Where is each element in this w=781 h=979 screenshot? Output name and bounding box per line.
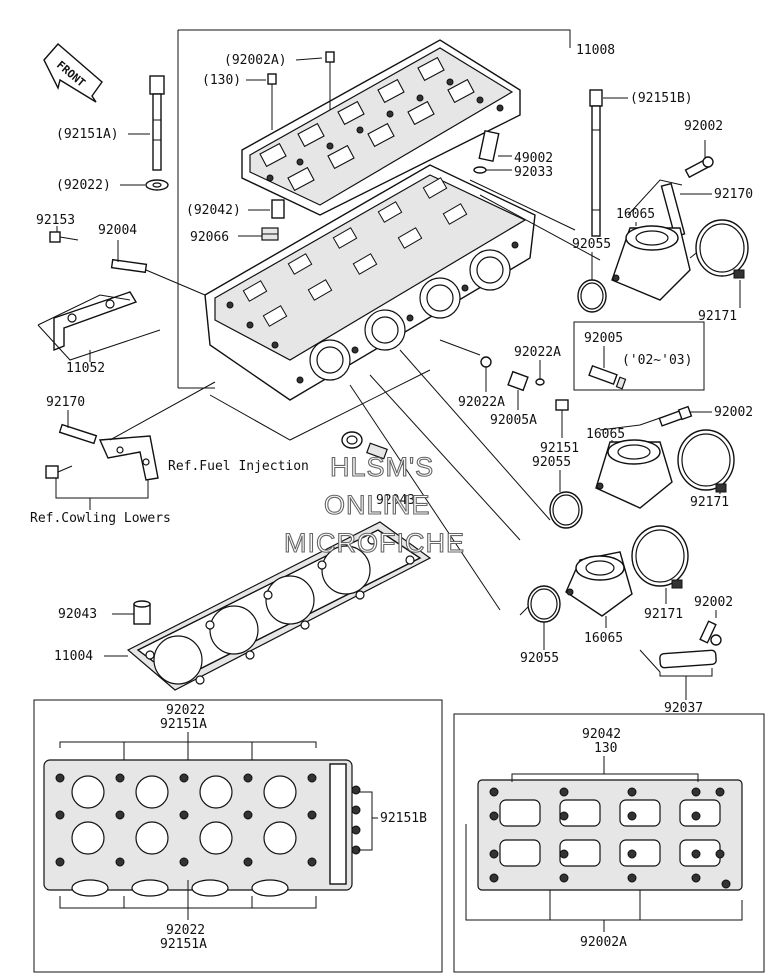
label-92170-right: 92170: [714, 187, 753, 202]
label-49002: 49002: [514, 151, 553, 166]
label-92005A: 92005A: [490, 413, 537, 428]
label-92002-a: 92002: [684, 119, 723, 134]
intake-holder-16065-b: [595, 439, 673, 509]
plug-92005A: [507, 370, 529, 392]
inset-92005-box: [573, 321, 705, 391]
bolt-92002-c: [699, 620, 722, 646]
dowel-92043-left: [133, 600, 151, 625]
label-92037: 92037: [664, 701, 703, 716]
label-92153: 92153: [36, 213, 75, 228]
label-92005: 92005: [584, 331, 623, 346]
label-92055-b: 92055: [532, 455, 571, 470]
stud-92151B: [589, 89, 603, 237]
intake-holder-16065-c: [565, 551, 633, 617]
clip-92033: [473, 166, 487, 174]
camshaft-holder-11008: [241, 39, 521, 216]
bracket-92170-left: [58, 423, 159, 481]
dowel-92042: [271, 199, 285, 219]
label-92002-c: 92002: [694, 595, 733, 610]
label-11008: 11008: [576, 43, 615, 58]
washer-92022: [145, 179, 169, 191]
label-16065-c: 16065: [584, 631, 623, 646]
label-box-92022-top: 92022: [166, 703, 205, 718]
clamp-92171-c: [631, 525, 689, 589]
cylinder-head: [204, 164, 536, 401]
label-92055-c: 92055: [520, 651, 559, 666]
label-16065-a: 16065: [616, 207, 655, 222]
label-92066: 92066: [190, 230, 229, 245]
label-92151: 92151: [540, 441, 579, 456]
label-92043-left: 92043: [58, 607, 97, 622]
label-box-92042: 92042: [582, 727, 621, 742]
ref-fuel-injection: Ref.Fuel Injection: [168, 459, 309, 474]
bolt-92002-a: [684, 156, 714, 179]
label-box-92002A: 92002A: [580, 935, 627, 950]
label-92042-paren: (92042): [186, 203, 241, 218]
label-130-top: (130): [202, 73, 241, 88]
label-92170-left: 92170: [46, 395, 85, 410]
label-box-92022-bottom: 92022: [166, 923, 205, 938]
intake-holder-16065-a: [611, 225, 691, 301]
label-92171-a: 92171: [698, 309, 737, 324]
label-92002-b: 92002: [714, 405, 753, 420]
fitting-92005: [588, 364, 627, 390]
clamp-92171-a: [695, 219, 749, 279]
bolt-92151A: [149, 75, 165, 171]
label-box-92151A-bottom: 92151A: [160, 937, 207, 952]
label-92151B-top: (92151B): [630, 91, 693, 106]
injector-seal: [341, 431, 388, 460]
bolt-92151: [555, 399, 569, 438]
label-02-03: ('02~'03): [622, 353, 692, 368]
seal-92066: [261, 227, 279, 241]
washer-92022A: [480, 356, 492, 368]
label-92055-a: 92055: [572, 237, 611, 252]
watermark: HLSM'S ONLINE MICROFICHE: [283, 451, 465, 558]
label-92171-c: 92171: [644, 607, 683, 622]
watermark-line-1: HLSM'S: [330, 452, 434, 482]
label-92151A: (92151A): [56, 127, 119, 142]
head-gasket-11004: [126, 521, 432, 691]
valve-guide-49002: [478, 130, 500, 162]
box-holder-top-view: [453, 713, 765, 973]
stud-92004: [110, 258, 148, 274]
watermark-line-2: ONLINE: [324, 490, 431, 520]
label-92043-mid: 92043: [376, 493, 415, 508]
front-arrow-icon: FRONT: [43, 43, 103, 103]
clamp-92171-b: [677, 429, 735, 493]
label-box-92151A-top: 92151A: [160, 717, 207, 732]
watermark-line-3: MICROFICHE: [284, 528, 465, 558]
label-92171-b: 92171: [690, 495, 729, 510]
label-92004: 92004: [98, 223, 137, 238]
label-92002A-top: (92002A): [224, 53, 287, 68]
label-11004: 11004: [54, 649, 93, 664]
label-92033: 92033: [514, 165, 553, 180]
bracket-11008: [178, 29, 571, 48]
label-box-92151B: 92151B: [380, 811, 427, 826]
label-92022-left: (92022): [56, 178, 111, 193]
bolt-small-left: [45, 465, 73, 479]
label-92022A-b: 92022A: [458, 395, 505, 410]
label-92022A-a: 92022A: [514, 345, 561, 360]
label-16065-b: 16065: [586, 427, 625, 442]
bolt-92002-b: [658, 405, 693, 427]
bracket-11052: [53, 291, 138, 352]
box-head-top-view: [33, 699, 443, 973]
head-top-view: [43, 759, 361, 897]
part-labels: 11008 (92002A) (130) (92151A) (92022) 92…: [30, 43, 753, 952]
bolt-92153: [49, 231, 79, 243]
hose-92037: [659, 649, 717, 669]
label-box-130: 130: [594, 741, 617, 756]
bolt-92002A: [325, 51, 335, 110]
label-11052: 11052: [66, 361, 105, 376]
bolt-130: [267, 73, 277, 130]
ref-cowling-lowers: Ref.Cowling Lowers: [30, 511, 171, 526]
holder-top-view: [477, 779, 743, 891]
